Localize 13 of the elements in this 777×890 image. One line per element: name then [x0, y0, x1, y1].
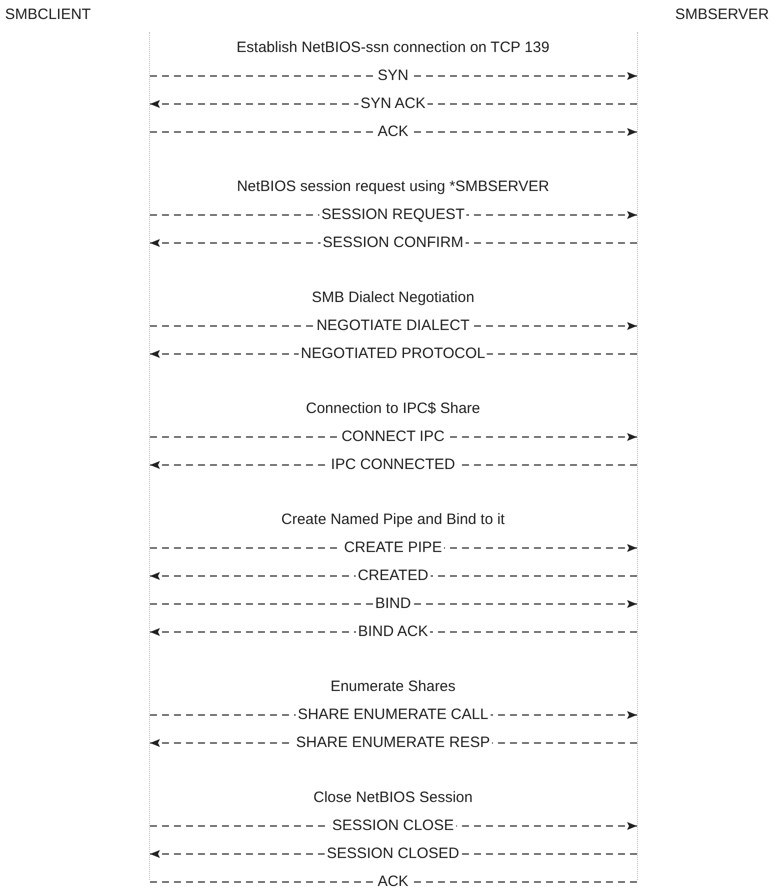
participant-label: SMBSERVER: [675, 6, 769, 24]
message-arrow: [150, 72, 637, 80]
message-arrow: [150, 600, 637, 608]
section-heading: Establish NetBIOS-ssn connection on TCP 139: [236, 39, 550, 57]
message-arrow: [150, 128, 637, 136]
message-label: SESSION REQUEST: [319, 206, 467, 224]
section-heading: Close NetBIOS Session: [313, 789, 473, 807]
section-heading: Connection to IPC$ Share: [306, 400, 480, 418]
participant-label: SMBCLIENT: [5, 6, 91, 24]
section-heading: SMB Dialect Negotiation: [312, 289, 474, 307]
section-heading: Enumerate Shares: [330, 678, 456, 696]
section-heading: Create Named Pipe and Bind to it: [281, 511, 505, 529]
section-heading: NetBIOS session request using *SMBSERVER: [236, 178, 550, 196]
